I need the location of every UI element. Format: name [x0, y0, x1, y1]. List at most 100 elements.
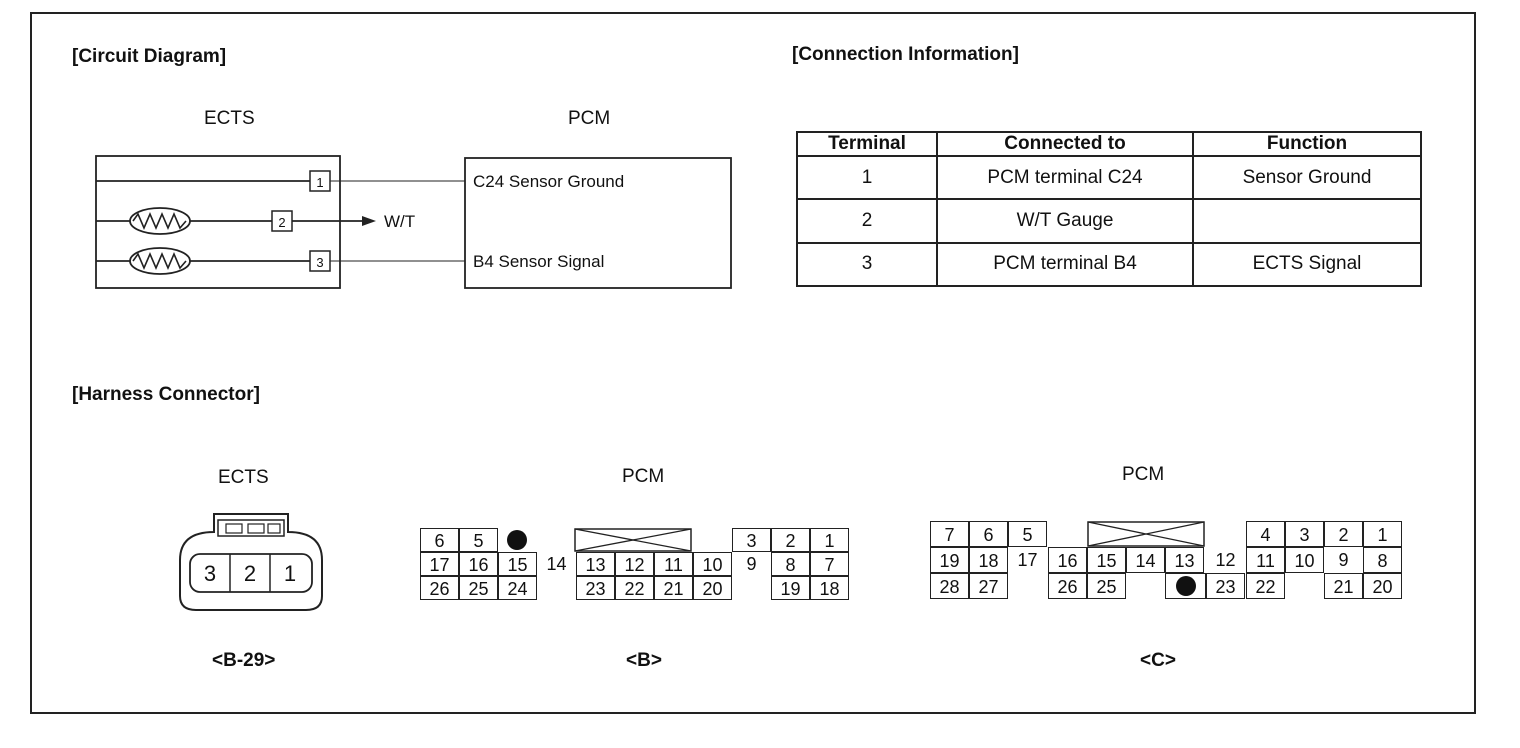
ects-pin: 1 [284, 561, 296, 586]
blocked-cavity [1087, 521, 1205, 547]
circuit-diagram-title: [Circuit Diagram] [72, 46, 227, 67]
connector-pin: 12 [1215, 550, 1236, 570]
cell-terminal: 3 [796, 241, 938, 288]
thermistor-2-icon [129, 207, 191, 235]
cell-function [1192, 198, 1422, 244]
header-connected-to: Connected to [936, 131, 1194, 157]
table-row: 2 W/T Gauge [796, 198, 1422, 244]
harness-pcm-c-label: PCM [1122, 464, 1165, 485]
connector-pin: 16 [1048, 547, 1087, 573]
filled-cavity-dot [1176, 576, 1196, 596]
cell-terminal: 2 [796, 198, 938, 244]
connector-pin: 1 [810, 528, 849, 552]
circuit-ects-label: ECTS [204, 108, 255, 129]
circuit-diagram: 1 2 W/T 3 C24 Sensor Ground B4 Sensor Si… [95, 155, 732, 289]
connector-pin: 3 [732, 528, 771, 552]
connector-pin: 22 [615, 576, 654, 600]
connection-table: Terminal Connected to Function 1 PCM ter… [796, 131, 1422, 288]
connector-pin: 21 [654, 576, 693, 600]
cell-function: ECTS Signal [1192, 241, 1422, 288]
connector-pin: 17 [1017, 550, 1038, 570]
table-row: 3 PCM terminal B4 ECTS Signal [796, 241, 1422, 288]
connector-pin: 16 [459, 552, 498, 576]
cell-terminal: 1 [796, 154, 938, 201]
ects-connector: 3 2 1 [179, 513, 323, 611]
connector-pin: 20 [693, 576, 732, 600]
connector-pin: 11 [1246, 547, 1285, 573]
pin-number-3: 3 [316, 255, 323, 270]
connector-pin: 15 [498, 552, 537, 576]
cell-connected-to: W/T Gauge [936, 198, 1194, 244]
connector-code-b: <B> [626, 650, 662, 671]
connector-pin: 21 [1324, 573, 1363, 599]
pcm-b4-label: B4 Sensor Signal [473, 252, 604, 271]
diagram-frame [30, 12, 1476, 714]
cell-connected-to: PCM terminal C24 [936, 154, 1194, 201]
connector-pin: 3 [1285, 521, 1324, 547]
connector-pin: 23 [576, 576, 615, 600]
pcm-c24-label: C24 Sensor Ground [473, 172, 624, 191]
harness-ects-label: ECTS [218, 467, 269, 488]
connector-pin: 1 [1363, 521, 1402, 547]
connector-pin: 2 [771, 528, 810, 552]
filled-cavity-dot [507, 530, 527, 550]
connector-pin: 4 [1246, 521, 1285, 547]
connector-pin: 23 [1206, 573, 1245, 599]
connector-pin: 26 [420, 576, 459, 600]
connector-pin: 26 [1048, 573, 1087, 599]
connector-pin: 25 [1087, 573, 1126, 599]
harness-pcm-b-label: PCM [622, 466, 665, 487]
connector-code-c: <C> [1140, 650, 1176, 671]
connector-pin: 12 [615, 552, 654, 576]
thermistor-3-icon [129, 247, 191, 275]
connector-pin: 11 [654, 552, 693, 576]
connector-pin: 13 [576, 552, 615, 576]
cell-function: Sensor Ground [1192, 154, 1422, 201]
connector-pin: 14 [546, 554, 567, 574]
connector-pin: 27 [969, 573, 1008, 599]
connector-pin: 19 [771, 576, 810, 600]
connector-pin: 15 [1087, 547, 1126, 573]
connector-pin: 17 [420, 552, 459, 576]
connector-pin: 22 [1246, 573, 1285, 599]
connector-pin: 7 [810, 552, 849, 576]
pcm-box [464, 157, 732, 289]
blocked-cavity [574, 528, 692, 552]
wt-label: W/T [384, 212, 415, 231]
header-terminal: Terminal [796, 131, 938, 157]
pin-number-2: 2 [278, 215, 285, 230]
table-header-row: Terminal Connected to Function [796, 131, 1422, 157]
connector-pin: 9 [746, 554, 757, 574]
connector-pin: 10 [693, 552, 732, 576]
connector-pin: 25 [459, 576, 498, 600]
connector-pin: 20 [1363, 573, 1402, 599]
connector-pin: 13 [1165, 547, 1204, 573]
connector-pin: 5 [1008, 521, 1047, 547]
cell-connected-to: PCM terminal B4 [936, 241, 1194, 288]
connector-pin: 18 [810, 576, 849, 600]
ects-pin: 2 [244, 561, 256, 586]
harness-connector-title: [Harness Connector] [72, 384, 260, 405]
connector-pin: 5 [459, 528, 498, 552]
connector-pin: 28 [930, 573, 969, 599]
connector-pin: 2 [1324, 521, 1363, 547]
connector-pin: 6 [969, 521, 1008, 547]
ects-pin: 3 [204, 561, 216, 586]
connection-information-title: [Connection Information] [792, 44, 1019, 65]
connector-pin: 10 [1285, 547, 1324, 573]
connector-pin: 9 [1338, 550, 1349, 570]
pin-number-1: 1 [316, 175, 323, 190]
arrow-right-icon [362, 216, 376, 226]
connector-pin: 19 [930, 547, 969, 573]
connector-pin: 8 [771, 552, 810, 576]
header-function: Function [1192, 131, 1422, 157]
connector-pin: 24 [498, 576, 537, 600]
connector-pin: 7 [930, 521, 969, 547]
circuit-pcm-label: PCM [568, 108, 611, 129]
ects-sensor-box [95, 155, 341, 289]
connector-pin: 14 [1126, 547, 1165, 573]
table-row: 1 PCM terminal C24 Sensor Ground [796, 154, 1422, 201]
connector-code-b29: <B-29> [212, 650, 276, 671]
